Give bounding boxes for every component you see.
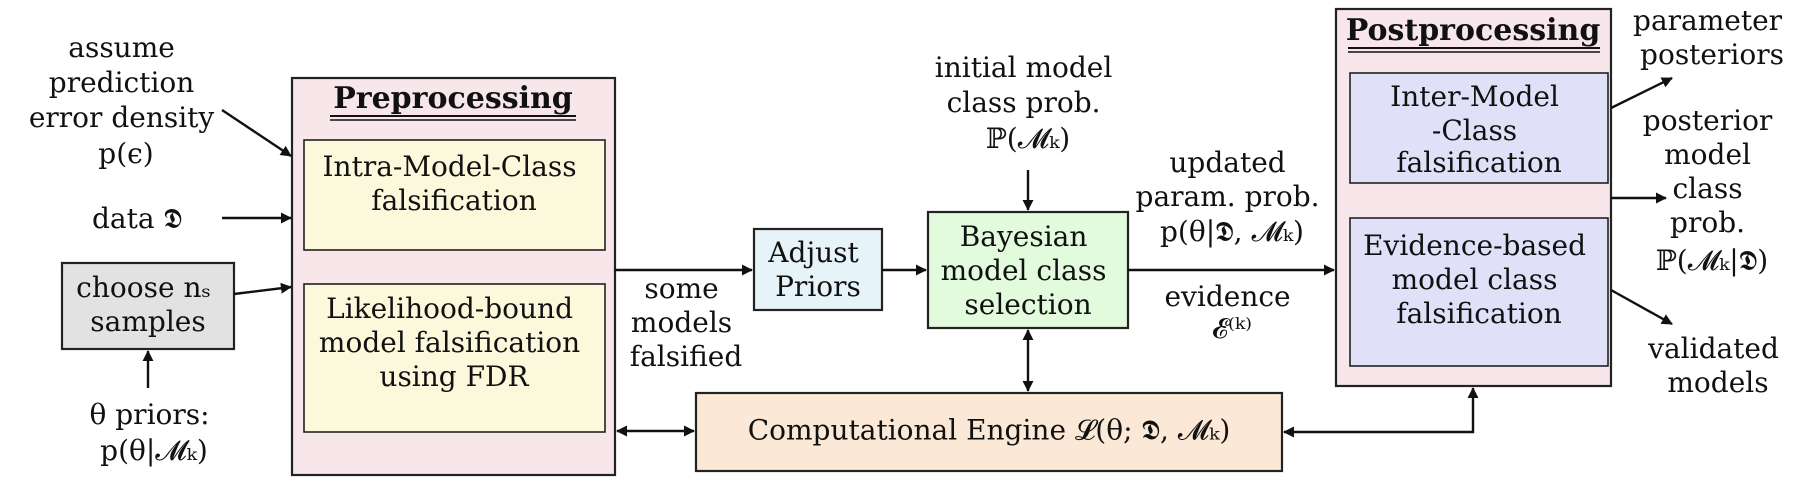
some-models-falsified-label: some models falsified [630,272,743,373]
parameter-posteriors-arrow [1610,76,1673,110]
assume-error-density-label: assume prediction error density p(ϵ) [29,31,223,170]
data-label: data 𝕯 [92,202,182,235]
intra-model-class-label: Intra-Model-Class falsification [322,150,585,217]
initial-model-class-prob-label: initial model class prob. ℙ(𝓜ₖ) [935,51,1121,155]
updated-param-prob-label: updated param. prob. p(θ|𝕯, 𝓜ₖ) [1136,146,1329,248]
theta-priors-label: θ priors: p(θ|𝓜ₖ) [90,398,219,467]
preprocessing-title: Preprocessing [333,81,573,116]
likelihood-bound-box [303,283,606,433]
evidence-based-label: Evidence-based model class falsification [1363,229,1595,330]
computational-engine-box [694,391,1284,473]
bayesian-selection-box [926,210,1130,330]
evidence-label: evidence 𝓔⁽ᵏ⁾ [1164,280,1299,345]
engine-postprocessing-double-arrow [1283,387,1479,438]
validated-models-label: validated models [1647,332,1788,399]
adjust-priors-label: Adjust Priors [767,236,867,303]
evidence-based-box [1349,217,1609,367]
computational-engine-label: Computational Engine 𝓛(θ; 𝕯, 𝓜ₖ) [748,414,1231,447]
inter-model-class-label: Inter-Model -Class falsification [1390,80,1568,179]
choose-samples-box [60,261,236,351]
inter-model-class-box [1349,72,1609,184]
bayesian-selection-label: Bayesian model class selection [941,220,1116,321]
posterior-model-class-prob-label: posterior model class prob. ℙ(𝓜ₖ|𝕯) [1643,104,1781,277]
intra-model-class-box [303,139,606,251]
likelihood-bound-label: Likelihood-bound model falsification usi… [319,292,589,393]
choose-samples-arrow [233,282,292,296]
validated-models-arrow [1610,288,1673,326]
parameter-posteriors-label: parameter posteriors [1633,4,1791,71]
choose-samples-label: choose nₛ samples [76,271,220,338]
postprocessing-title: Postprocessing [1346,13,1601,48]
assume-arrow [221,109,292,157]
